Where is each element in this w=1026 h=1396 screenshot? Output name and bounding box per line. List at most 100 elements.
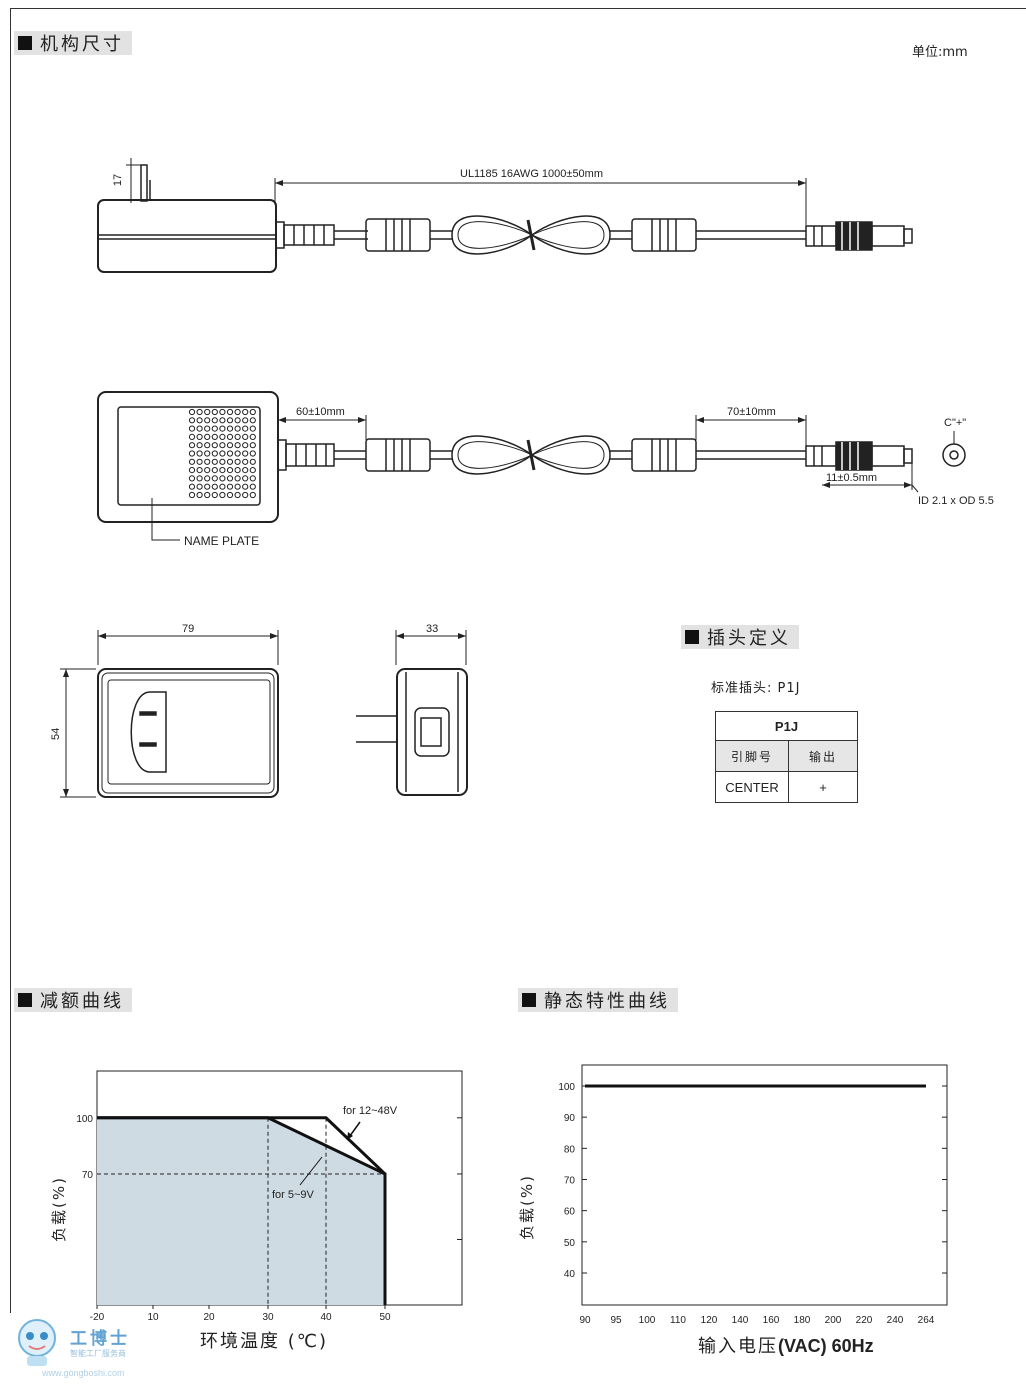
vent-hole — [196, 417, 203, 424]
vent-hole — [226, 425, 234, 432]
plug-table: P1J 引脚号 输出 CENTER + — [715, 711, 858, 803]
x-tick-label: 50 — [379, 1312, 391, 1323]
vent-hole — [196, 408, 203, 416]
vent-hole — [242, 425, 249, 432]
vent-hole — [204, 450, 211, 457]
vent-hole — [226, 433, 234, 440]
x-tick-label: 160 — [763, 1315, 780, 1326]
vent-hole — [204, 491, 211, 499]
vent-hole — [219, 467, 226, 474]
annotation-12-48v: for 12~48V — [343, 1105, 398, 1117]
table-header-pin: 引脚号 — [715, 740, 789, 772]
vent-hole — [211, 483, 218, 490]
vent-hole — [219, 475, 226, 482]
vent-hole — [219, 425, 226, 432]
vent-hole — [234, 467, 241, 474]
y-tick-label: 60 — [564, 1207, 576, 1218]
square-bullet-icon — [522, 993, 536, 1007]
vent-hole — [196, 458, 203, 465]
x-tick-label: 20 — [203, 1312, 215, 1323]
vent-hole — [234, 417, 241, 424]
unit-label: 单位:mm — [912, 45, 968, 60]
x-tick-label: 240 — [887, 1315, 904, 1326]
x-tick-label: -20 — [90, 1312, 105, 1323]
vent-hole — [188, 458, 196, 465]
table-header-output: 输出 — [788, 740, 858, 772]
square-bullet-icon — [685, 630, 699, 644]
y-tick-label: 40 — [564, 1269, 576, 1280]
section-derating: 减额曲线 — [14, 988, 132, 1012]
vent-hole — [234, 425, 241, 432]
vent-hole — [196, 433, 203, 440]
x-tick-label: 180 — [794, 1315, 811, 1326]
section-title: 静态特性曲线 — [544, 991, 670, 1012]
vent-hole — [219, 483, 226, 490]
vent-hole — [242, 450, 249, 457]
vent-hole — [196, 425, 203, 432]
x-tick-label: 100 — [639, 1315, 656, 1326]
x-tick-label: 220 — [856, 1315, 873, 1326]
x-tick-label: 95 — [610, 1315, 622, 1326]
vent-hole — [234, 450, 241, 457]
vent-hole — [226, 467, 234, 474]
vent-hole — [204, 442, 211, 449]
vent-hole — [188, 408, 196, 416]
watermark-url: www.gongboshi.com — [42, 1368, 125, 1378]
vent-hole — [211, 467, 218, 474]
vent-hole — [196, 475, 203, 482]
y-tick-label: 90 — [564, 1113, 576, 1124]
vent-hole — [242, 458, 249, 465]
y-tick-label: 100 — [558, 1082, 575, 1093]
dim-pin-height: 17 — [112, 173, 125, 187]
annotation-line — [299, 1156, 323, 1186]
vent-hole — [204, 475, 211, 482]
y-tick-label: 70 — [564, 1176, 576, 1187]
vent-hole — [249, 483, 256, 490]
vent-hole — [249, 417, 256, 424]
vent-hole — [219, 450, 226, 457]
vent-hole — [196, 467, 203, 474]
vent-hole — [249, 491, 256, 499]
vent-hole — [211, 433, 218, 440]
vent-hole — [188, 475, 196, 482]
vent-hole — [249, 475, 256, 482]
derating-xlabel: 环境温度 (℃) — [200, 1331, 328, 1352]
vent-hole — [188, 491, 196, 499]
dim-70: 70±10mm — [727, 406, 776, 418]
vent-hole — [234, 442, 241, 449]
vent-hole — [234, 491, 241, 499]
vent-hole — [196, 450, 203, 457]
x-tick-label: 200 — [825, 1315, 842, 1326]
vent-hole — [219, 408, 226, 416]
plug-standard: 标准插头: P1J — [711, 681, 801, 696]
vent-hole — [204, 425, 211, 432]
vent-grille — [188, 408, 256, 499]
vent-hole — [249, 467, 256, 474]
vent-hole — [204, 467, 211, 474]
vent-hole — [242, 408, 249, 416]
x-tick-label: 10 — [147, 1312, 159, 1323]
vent-hole — [196, 442, 203, 449]
vent-hole — [226, 450, 234, 457]
vent-hole — [234, 433, 241, 440]
section-title: 减额曲线 — [40, 991, 124, 1012]
x-tick-label: 264 — [918, 1315, 935, 1326]
dim-height: 54 — [50, 727, 62, 740]
vent-hole — [211, 408, 218, 416]
x-tick-label: 140 — [732, 1315, 749, 1326]
annotation-5-9v: for 5~9V — [272, 1189, 315, 1201]
vent-hole — [242, 483, 249, 490]
vent-hole — [219, 458, 226, 465]
vent-hole — [234, 483, 241, 490]
vent-hole — [211, 417, 218, 424]
vent-hole — [188, 467, 196, 474]
x-tick-label: 90 — [579, 1315, 591, 1326]
robot-mascot-icon — [18, 1319, 56, 1366]
table-cell-output: + — [788, 771, 858, 803]
y-tick-label: 100 — [76, 1114, 93, 1125]
annotation-arrowhead — [347, 1132, 353, 1140]
vent-hole — [196, 491, 203, 499]
vent-hole — [242, 442, 249, 449]
